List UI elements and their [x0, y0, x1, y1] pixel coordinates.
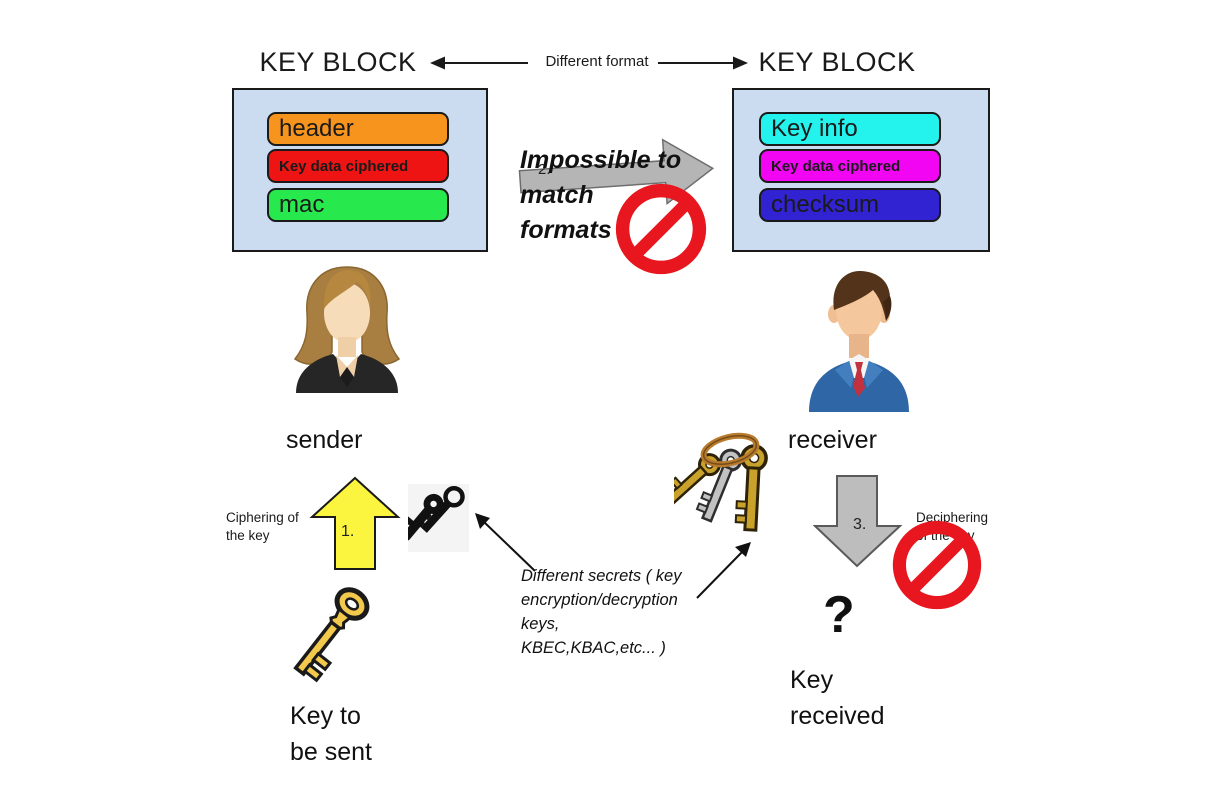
right-row-key-info: Key info — [759, 112, 941, 146]
left-row-key-data-ciphered-label: Key data ciphered — [279, 157, 409, 175]
impossible-text: Impossible to match formats — [520, 143, 681, 248]
key-received-line2: received — [790, 702, 885, 730]
key-received-line1: Key — [790, 666, 834, 694]
step3-down-arrow-icon — [813, 474, 903, 569]
black-keys-icon — [408, 484, 469, 552]
key-to-be-sent-label: Key to be sent — [290, 698, 372, 770]
impossible-line3: formats — [520, 216, 612, 244]
right-row-key-data-ciphered: Key data ciphered — [759, 149, 941, 183]
sender-woman-avatar-icon — [280, 263, 414, 393]
left-row-header: header — [267, 112, 449, 146]
format-arrow-right-icon — [658, 52, 750, 74]
right-row-checksum: checksum — [759, 188, 941, 222]
question-mark: ? — [823, 586, 855, 644]
right-row-key-info-label: Key info — [771, 115, 858, 142]
secrets-note-line1: Different secrets ( key — [521, 567, 682, 585]
impossible-line1: Impossible to — [520, 146, 682, 174]
yellow-key-icon — [288, 582, 382, 694]
prohibition-icon-formats — [613, 181, 709, 277]
prohibition-icon-deciphering — [890, 518, 984, 612]
right-row-checksum-label: checksum — [771, 191, 880, 218]
secrets-note-line2: encryption/decryption — [521, 591, 678, 609]
left-keyblock-title: KEY BLOCK — [259, 47, 417, 77]
golden-keys-icon — [674, 424, 790, 540]
step2-number: 2. — [538, 161, 551, 178]
key-to-be-sent-line2: be sent — [290, 738, 373, 766]
step1-number: 1. — [341, 523, 355, 540]
key-received-label: Key received — [790, 662, 885, 734]
step1-up-arrow-icon — [309, 475, 401, 572]
left-row-mac: mac — [267, 188, 449, 222]
ciphering-caption-line1: Ciphering of — [226, 510, 299, 525]
secrets-arrow-to-black-keys-icon — [470, 510, 545, 578]
sender-label: sender — [286, 426, 363, 454]
step3-number: 3. — [853, 516, 867, 533]
ciphering-caption-line2: the key — [226, 527, 270, 543]
left-row-header-label: header — [279, 115, 354, 142]
receiver-label: receiver — [788, 426, 877, 454]
format-label: Different format — [545, 53, 649, 70]
secrets-note: Different secrets ( key encryption/decry… — [521, 564, 681, 660]
right-row-key-data-ciphered-label: Key data ciphered — [771, 157, 901, 175]
impossible-line2: match — [520, 181, 594, 209]
left-keyblock-box: header Key data ciphered mac — [232, 88, 488, 252]
secrets-note-line3: keys, — [521, 615, 560, 633]
right-keyblock-title: KEY BLOCK — [758, 47, 916, 77]
left-row-key-data-ciphered: Key data ciphered — [267, 149, 449, 183]
step2-right-arrow-icon — [516, 129, 719, 221]
right-keyblock-box: Key info Key data ciphered checksum — [732, 88, 990, 252]
secrets-note-line4: KBEC,KBAC,etc... ) — [521, 639, 666, 657]
left-row-mac-label: mac — [279, 191, 325, 218]
key-to-be-sent-line1: Key to — [290, 702, 361, 730]
format-arrow-left-icon — [428, 52, 530, 74]
secrets-arrow-to-golden-keys-icon — [690, 538, 758, 604]
receiver-man-avatar-icon — [801, 266, 917, 412]
ciphering-caption: Ciphering of the key — [226, 509, 299, 544]
